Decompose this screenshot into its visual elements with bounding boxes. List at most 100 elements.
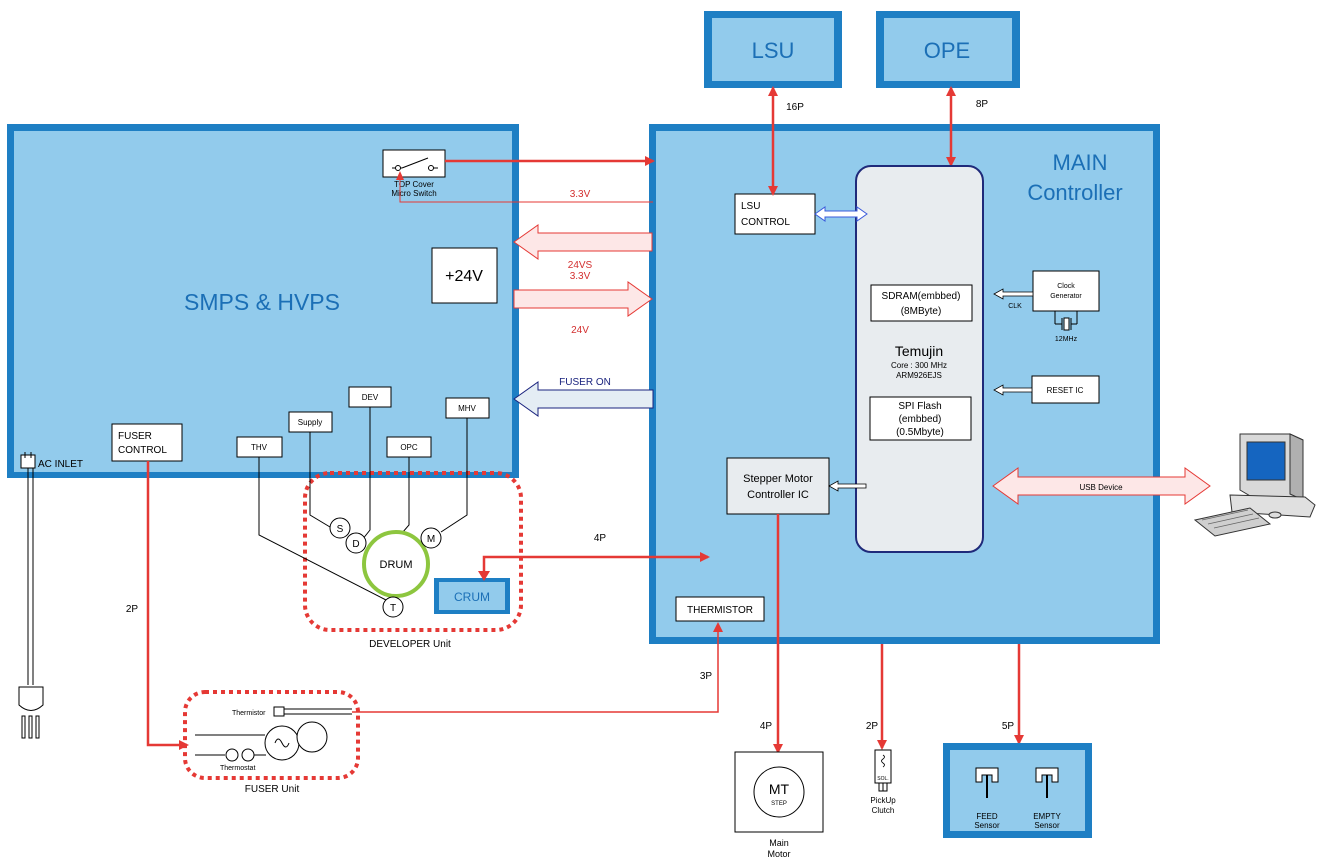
fuser-power-line [146, 461, 189, 750]
soc-core-line1: Core : 300 MHz [891, 361, 947, 370]
hv-mhv: MHV [445, 397, 490, 419]
ope-title: OPE [924, 38, 970, 63]
main-title-line2: Controller [1027, 180, 1122, 205]
drum-label: DRUM [380, 559, 413, 571]
hv-supply-label: Supply [298, 418, 322, 427]
fuser-connector: 2P [126, 604, 139, 615]
plus24v-label: +24V [445, 268, 483, 285]
fuser-control-box: FUSER CONTROL [111, 423, 183, 462]
thermistor-signal-line [352, 622, 723, 713]
fuser-on-label: FUSER ON [559, 377, 611, 388]
clock-generator-box: Clock Generator [1032, 270, 1100, 312]
usb-label: USB Device [1079, 483, 1123, 492]
empty-sensor-line1: EMPTY [1033, 812, 1061, 821]
power-arrow-24vs [513, 224, 653, 260]
motor-connector: 4P [760, 721, 773, 732]
motor-label-line2: Motor [767, 849, 790, 859]
power-arrow-24v [513, 281, 653, 317]
dev-s-label: S [337, 524, 344, 535]
ac-inlet-icon: AC INLET [20, 452, 83, 470]
stepper-line2: Controller IC [747, 489, 809, 501]
crystal-freq: 12MHz [1055, 336, 1078, 343]
smps-title: SMPS & HVPS [184, 289, 340, 315]
crystal-icon [1054, 311, 1078, 331]
reset-arrow [993, 384, 1033, 396]
dev-s-node: S [329, 517, 351, 539]
sensor-box [943, 743, 1092, 838]
spi-flash-box: SPI Flash (embbed) (0.5Mbyte) [869, 396, 972, 441]
fuser-unit-outline [183, 690, 360, 780]
hv-opc-label: OPC [400, 443, 418, 452]
clutch-connector: 2P [866, 721, 879, 732]
motor-step: STEP [771, 801, 787, 807]
empty-sensor-line2: Sensor [1034, 821, 1060, 830]
clk-label: CLK [1008, 303, 1022, 310]
dev-t-node: T [382, 596, 404, 618]
spi-line1: SPI Flash [898, 401, 941, 412]
feed-sensor-line2: Sensor [974, 821, 1000, 830]
switch-label-line2: Micro Switch [391, 189, 436, 198]
fuser-control-line2: CONTROL [118, 445, 167, 456]
soc-core-line2: ARM926EJS [896, 371, 942, 380]
motor-label-line1: Main [769, 838, 789, 848]
sdram-box: SDRAM(embbed) (8MByte) [870, 284, 973, 322]
clutch-sol: SOL. [877, 776, 888, 782]
sensor-connector: 5P [1002, 721, 1015, 732]
clk-arrow [993, 288, 1034, 300]
dev-t-label: T [390, 603, 396, 614]
lsu-control-line2: CONTROL [741, 217, 790, 228]
v33-line [399, 172, 653, 203]
clock-line2: Generator [1050, 293, 1082, 300]
crum-label: CRUM [454, 590, 490, 604]
smps-hvps-block: SMPS & HVPS [7, 124, 519, 478]
developer-unit-label: DEVELOPER Unit [369, 639, 451, 650]
v33-top-label: 3.3V [570, 189, 591, 200]
fuser-thermistor-label: Thermistor [232, 710, 266, 717]
lsu-core-link [814, 206, 868, 222]
stepper-line1: Stepper Motor [743, 473, 813, 485]
ac-inlet-label: AC INLET [38, 459, 83, 470]
empty-sensor-icon [1035, 767, 1059, 798]
ope-box: OPE [876, 11, 1020, 88]
lsu-control-line1: LSU [741, 201, 760, 212]
hv-mhv-label: MHV [458, 404, 476, 413]
clutch-label-line2: Clutch [872, 806, 895, 815]
hv-dev-label: DEV [362, 393, 379, 402]
feed-sensor-line1: FEED [976, 812, 998, 821]
hv-thv: THV [236, 436, 283, 458]
spi-line2: (embbed) [899, 414, 942, 425]
fuser-control-line1: FUSER [118, 431, 152, 442]
lsu-control-box: LSU CONTROL [734, 193, 816, 235]
top-cover-switch: TOP Cover Micro Switch [382, 149, 446, 198]
soc-core [855, 165, 984, 553]
hv-dev: DEV [348, 386, 392, 408]
fuser-unit-label: FUSER Unit [245, 784, 300, 795]
crum-box: CRUM [434, 578, 510, 614]
clock-line1: Clock [1057, 283, 1075, 290]
motor-mt: MT [769, 781, 790, 797]
fuser-thermostat-label: Thermostat [220, 765, 255, 772]
spi-line3: (0.5Mbyte) [896, 427, 944, 438]
thermistor-label: THERMISTOR [687, 605, 753, 616]
lsu-title: LSU [752, 38, 795, 63]
thermistor-box: THERMISTOR [675, 596, 765, 622]
plus24v-box: +24V [431, 247, 498, 304]
reset-ic-box: RESET IC [1031, 375, 1100, 404]
hv-thv-label: THV [251, 443, 268, 452]
computer-icon [1193, 433, 1316, 537]
ope-connector: 8P [976, 99, 989, 110]
dev-d-node: D [345, 532, 367, 554]
sdram-line1: SDRAM(embbed) [882, 291, 961, 302]
stepper-controller-box: Stepper Motor Controller IC [726, 457, 830, 515]
lsu-connector: 16P [786, 102, 804, 113]
developer-unit-outline [303, 471, 523, 632]
dev-m-node: M [420, 527, 442, 549]
v24vs-label: 24VS [568, 260, 593, 271]
drum-roller [362, 530, 430, 598]
fuser-on-arrow [513, 381, 654, 417]
dev-d-label: D [352, 539, 359, 550]
crum-connector: 4P [594, 533, 607, 544]
hv-supply: Supply [288, 411, 333, 433]
dev-m-label: M [427, 534, 435, 545]
